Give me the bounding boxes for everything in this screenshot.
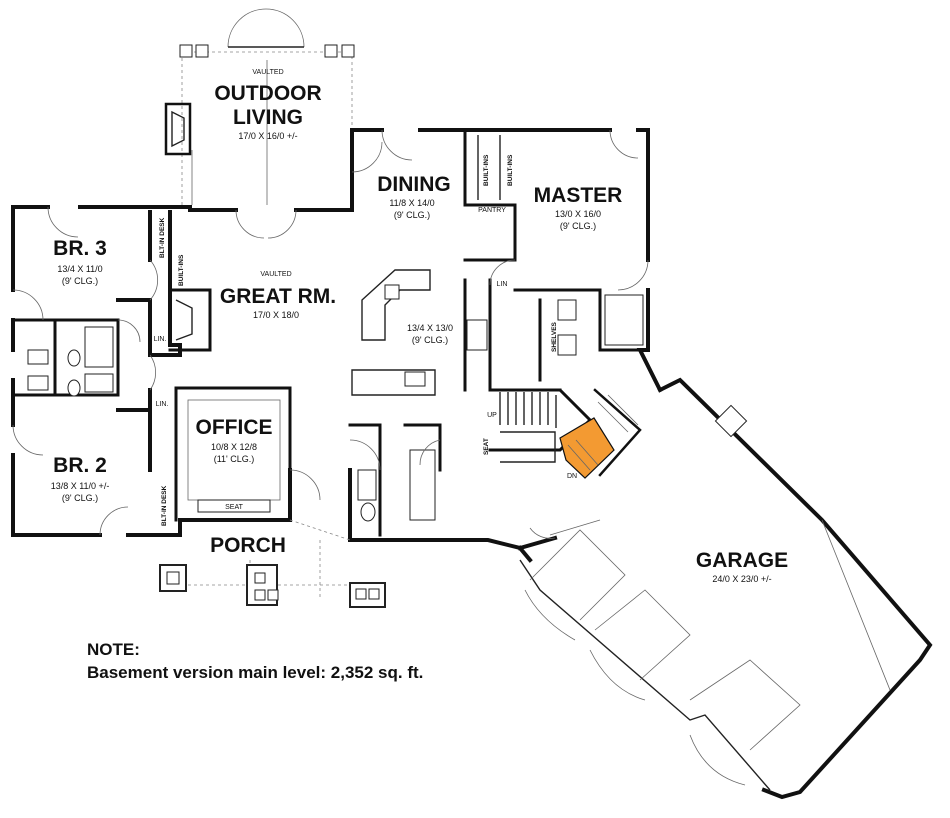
outdoor-name-2: LIVING: [233, 106, 303, 129]
outdoor-living-area: [164, 8, 355, 205]
office-name: OFFICE: [196, 416, 273, 439]
highlighted-stair: [559, 417, 615, 479]
lin-label-master: LIN: [497, 281, 508, 288]
dining-name: DINING: [377, 173, 451, 196]
built-ins-label-2: BUILT-INS: [507, 154, 514, 186]
porch-name: PORCH: [210, 534, 286, 557]
kitchen-clg: (9' CLG.): [412, 335, 448, 345]
lin-label-1: LIN.: [154, 336, 167, 343]
br3-dim: 13/4 X 11/0: [57, 264, 102, 274]
shelves-label: SHELVES: [551, 321, 558, 352]
pantry-label: PANTRY: [478, 207, 506, 214]
great-dim: 17/0 X 18/0: [253, 310, 299, 320]
dining-clg: (9' CLG.): [394, 210, 430, 220]
stair-treads: [567, 439, 599, 471]
garage-detail: [519, 404, 891, 791]
stair-down-label: DN: [567, 473, 577, 480]
garage-name: GARAGE: [696, 549, 788, 572]
br3-name: BR. 3: [53, 237, 107, 260]
outdoor-dim: 17/0 X 16/0 +/-: [238, 131, 297, 141]
door-swings: [12, 129, 649, 539]
interior-walls: [11, 128, 644, 537]
garage-dim: 24/0 X 23/0 +/-: [712, 574, 771, 584]
br3-clg: (9' CLG.): [62, 276, 98, 286]
master-name: MASTER: [534, 184, 623, 207]
great-name: GREAT RM.: [220, 285, 336, 308]
dining-dim: 11/8 X 14/0: [389, 198, 434, 208]
br2-clg: (9' CLG.): [62, 493, 98, 503]
stair-up-label: UP: [487, 412, 497, 419]
master-clg: (9' CLG.): [560, 221, 596, 231]
master-dim: 13/0 X 16/0: [555, 209, 601, 219]
outdoor-name-1: OUTDOOR: [214, 82, 321, 105]
blt-in-desk-label-1: BLT-IN DESK: [159, 217, 166, 258]
built-ins-label-3: BUILT-INS: [178, 254, 185, 286]
br2-name: BR. 2: [53, 454, 107, 477]
note-block: NOTE: Basement version main level: 2,352…: [87, 638, 423, 684]
built-ins-label-1: BUILT-INS: [483, 154, 490, 186]
blt-in-desk-label-2: BLT-IN DESK: [161, 485, 168, 526]
lin-label-2: LIN.: [156, 401, 169, 408]
great-tag: VAULTED: [260, 271, 291, 278]
outdoor-tag: VAULTED: [252, 69, 283, 76]
office-seat: SEAT: [225, 504, 243, 511]
note-text: Basement version main level: 2,352 sq. f…: [87, 663, 424, 682]
note-title: NOTE:: [87, 640, 140, 659]
office-clg: (11' CLG.): [214, 454, 255, 464]
kitchen-dim: 13/4 X 13/0: [407, 323, 453, 333]
br2-dim: 13/8 X 11/0 +/-: [51, 481, 110, 491]
office-dim: 10/8 X 12/8: [211, 442, 257, 452]
porch-columns: [159, 519, 386, 608]
seat-label: SEAT: [483, 438, 490, 455]
